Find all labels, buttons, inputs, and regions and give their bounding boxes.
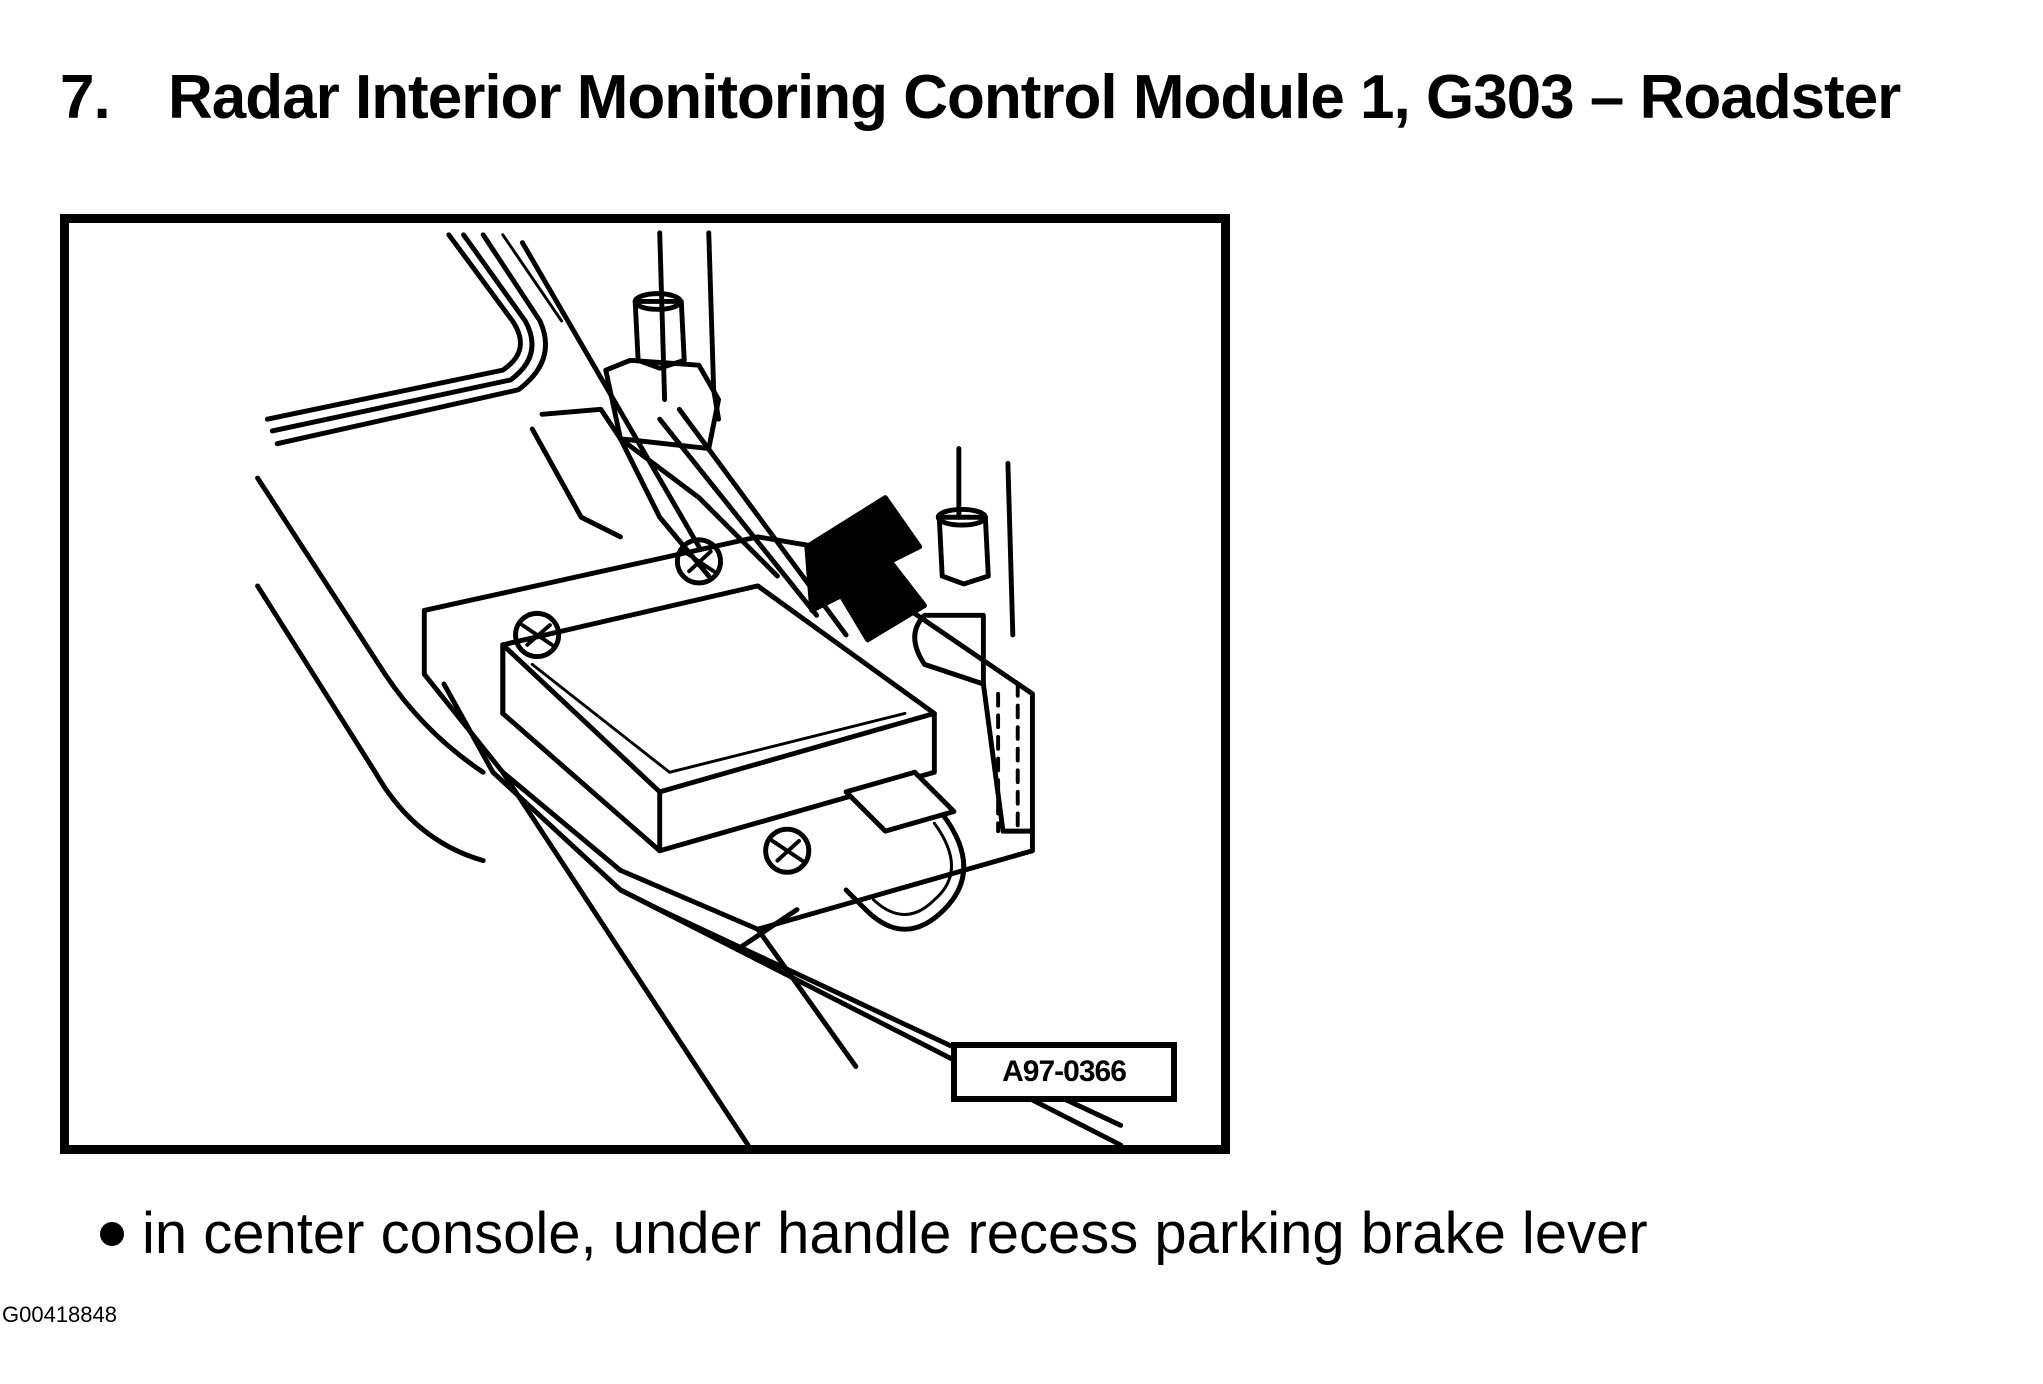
technical-illustration: A97-0366 xyxy=(60,214,1230,1154)
section-number: 7. xyxy=(60,63,111,132)
section-title: Radar Interior Monitoring Control Module… xyxy=(168,63,1901,132)
figure-code-label: A97-0366 xyxy=(951,1042,1177,1102)
bullet-icon xyxy=(100,1221,124,1246)
reference-code: G00418848 xyxy=(2,1302,117,1327)
section-heading: 7. Radar Interior Monitoring Control Modu… xyxy=(60,62,1901,133)
module-location-drawing xyxy=(255,230,1124,1145)
bullet-text: in center console, under handle recess p… xyxy=(142,1201,1648,1266)
bullet-item: in center console, under handle recess p… xyxy=(100,1200,1648,1267)
